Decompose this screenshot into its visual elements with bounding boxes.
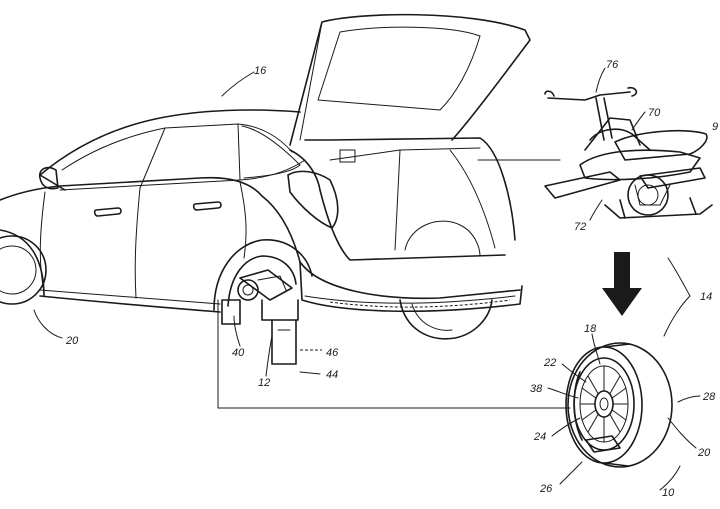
ref-20-right: 20 xyxy=(697,447,711,459)
ref-44: 44 xyxy=(326,369,338,381)
wheel-assembly xyxy=(565,342,673,468)
ref-28: 28 xyxy=(702,391,716,403)
ref-46: 46 xyxy=(326,347,339,359)
ref-72: 72 xyxy=(574,221,586,233)
leader-lines xyxy=(33,67,701,491)
ref-14: 14 xyxy=(700,291,712,303)
ref-12: 12 xyxy=(258,377,270,389)
ref-9: 9 xyxy=(712,121,718,133)
ref-70: 70 xyxy=(648,107,661,119)
ref-20-left: 20 xyxy=(65,335,79,347)
reference-numerals: 16 76 70 9 72 14 20 40 12 46 44 18 22 38… xyxy=(65,59,718,499)
ref-10: 10 xyxy=(662,487,675,499)
ref-26: 26 xyxy=(539,483,553,495)
vehicle xyxy=(0,13,531,365)
ref-18: 18 xyxy=(584,323,597,335)
down-arrow-icon xyxy=(602,252,642,316)
ref-38: 38 xyxy=(530,383,543,395)
ref-40: 40 xyxy=(232,347,245,359)
ref-24: 24 xyxy=(533,431,546,443)
ref-76: 76 xyxy=(606,59,619,71)
mobility-device xyxy=(544,86,713,219)
connection-lines xyxy=(217,159,571,409)
ref-16: 16 xyxy=(254,65,267,77)
ref-22: 22 xyxy=(543,357,556,369)
